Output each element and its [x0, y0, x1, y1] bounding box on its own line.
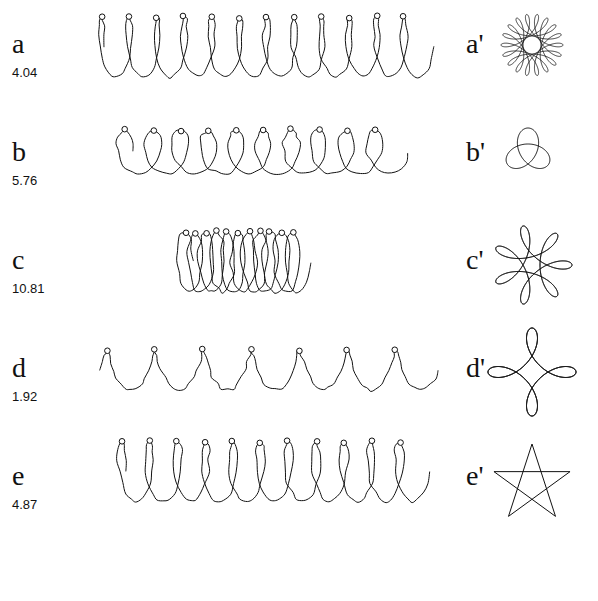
panel-letter: a': [466, 30, 483, 58]
residue-marker: [284, 438, 290, 444]
residue-marker: [119, 438, 125, 444]
residue-marker: [257, 440, 263, 446]
panel-letter: b': [466, 138, 485, 166]
residue-marker: [202, 439, 208, 445]
residue-marker: [291, 230, 297, 236]
panel-letter: b: [12, 138, 26, 166]
residue-marker: [372, 127, 378, 133]
residue-marker: [153, 15, 159, 21]
residue-marker: [247, 228, 253, 234]
residue-marker: [369, 438, 375, 444]
end-view-rosette: [501, 14, 563, 75]
residue-marker: [263, 14, 269, 20]
panel-value: 10.81: [12, 282, 45, 295]
panel-letter: d': [466, 354, 485, 382]
residue-marker: [147, 438, 153, 444]
residue-marker: [398, 440, 404, 446]
residue-marker: [223, 229, 229, 235]
helix-trajectory: [116, 129, 408, 175]
residue-marker: [288, 126, 294, 132]
residue-marker: [344, 347, 350, 353]
residue-marker: [151, 128, 157, 134]
residue-marker: [205, 128, 211, 134]
residue-marker: [392, 347, 398, 353]
residue-marker: [341, 440, 347, 446]
residue-marker: [400, 13, 406, 19]
residue-marker: [317, 127, 323, 133]
panel-letter: e: [12, 462, 24, 490]
residue-marker: [204, 231, 210, 237]
residue-marker: [214, 228, 220, 234]
residue-marker: [233, 127, 239, 133]
panel-letter: c: [12, 246, 24, 274]
residue-marker: [279, 230, 285, 236]
residue-marker: [374, 13, 380, 19]
residue-marker: [249, 347, 255, 353]
end-view-rosette: [494, 444, 570, 516]
panel-value: 5.76: [12, 174, 37, 187]
residue-marker: [151, 347, 157, 353]
residue-marker: [345, 128, 351, 134]
residue-marker: [266, 229, 272, 235]
residue-marker: [99, 14, 105, 20]
end-view-rosette: [496, 226, 572, 304]
residue-marker: [180, 13, 186, 19]
helix-trajectory: [99, 16, 434, 79]
panel-letter: d: [12, 354, 26, 382]
residue-marker: [183, 230, 189, 236]
helix-trajectory: [100, 349, 438, 391]
residue-marker: [229, 438, 235, 444]
residue-marker: [209, 14, 215, 20]
residue-marker: [260, 127, 266, 133]
residue-marker: [258, 228, 264, 234]
panel-letter: a: [12, 30, 24, 58]
residue-marker: [297, 348, 303, 354]
residue-marker: [126, 14, 132, 20]
residue-marker: [122, 126, 128, 132]
residue-marker: [346, 15, 352, 21]
panel-value: 4.87: [12, 498, 37, 511]
panel-letter: e': [466, 462, 483, 490]
residue-marker: [199, 346, 205, 352]
panel-value: 4.04: [12, 66, 37, 79]
residue-marker: [236, 16, 242, 22]
helix-trajectory: [177, 231, 311, 294]
residue-marker: [291, 14, 297, 20]
residue-marker: [235, 230, 241, 236]
panel-letter: c': [466, 246, 483, 274]
end-view-rosette: [488, 328, 576, 416]
residue-marker: [314, 439, 320, 445]
helix-trajectory: [117, 441, 430, 503]
end-view-rosette: [506, 128, 550, 169]
residue-marker: [174, 438, 180, 444]
residue-marker: [105, 348, 111, 354]
panel-value: 1.92: [12, 390, 37, 403]
residue-marker: [178, 128, 184, 134]
residue-marker: [193, 231, 199, 237]
residue-marker: [318, 14, 324, 20]
